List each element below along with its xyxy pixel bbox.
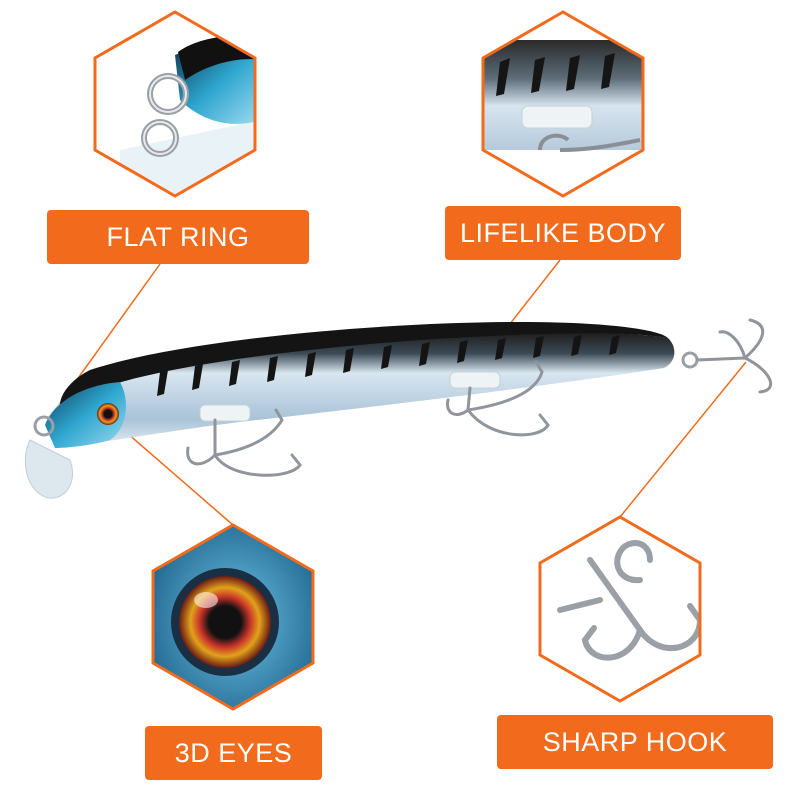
hex-sharp-hook-closeup — [538, 515, 702, 703]
callout-3d-eyes: 3D EYES — [145, 726, 322, 780]
callout-flat-ring: FLAT RING — [47, 210, 309, 264]
lure-eye — [97, 403, 119, 425]
fishing-lure — [24, 318, 773, 499]
hex-lifelike-body-closeup — [481, 10, 645, 198]
body-stripes — [157, 335, 620, 396]
nose-ring — [33, 415, 55, 437]
callout-sharp-hook: SHARP HOOK — [497, 715, 773, 769]
hex-3d-eyes-closeup — [151, 523, 315, 711]
callout-lifelike-body: LIFELIKE BODY — [445, 206, 681, 260]
hex-flat-ring-closeup — [93, 10, 257, 198]
treble-hooks — [186, 318, 773, 477]
